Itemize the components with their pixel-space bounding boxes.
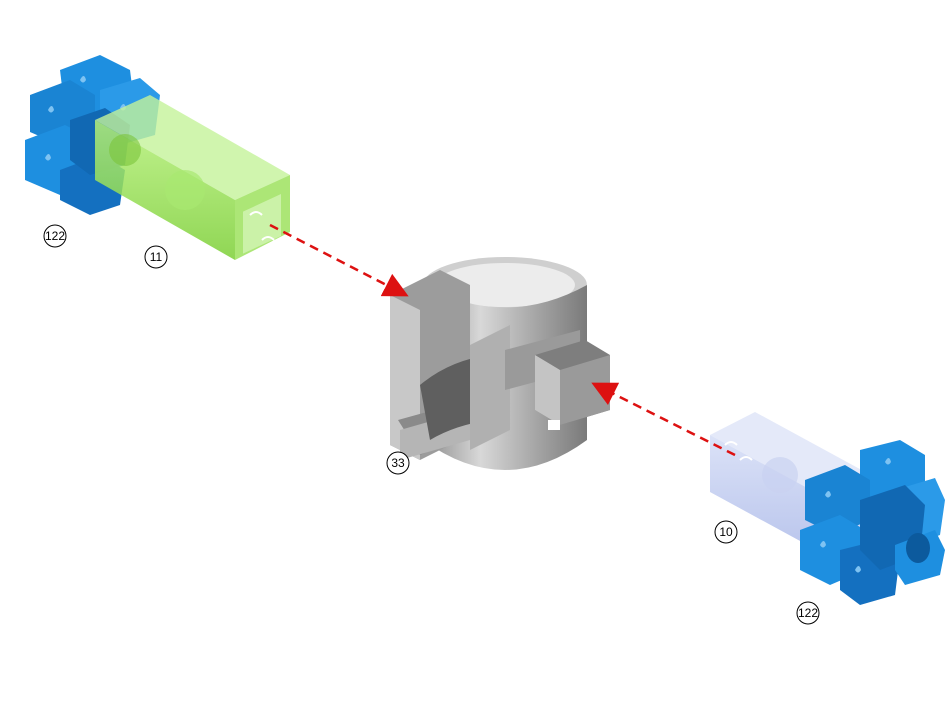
square-tube-part-green xyxy=(95,95,290,260)
assembly-arrow-blue-to-clamp xyxy=(598,386,735,455)
callout-tube-blue: 10 xyxy=(715,521,737,543)
svg-text:122: 122 xyxy=(798,606,818,620)
callout-tube-green: 11 xyxy=(145,246,167,268)
svg-text:11: 11 xyxy=(150,250,163,264)
callout-hub-bottom-right: 122 xyxy=(797,602,819,624)
pipe-clamp-part xyxy=(390,257,610,470)
svg-text:10: 10 xyxy=(719,525,733,539)
svg-text:33: 33 xyxy=(391,456,405,470)
callout-clamp: 33 xyxy=(387,452,409,474)
callout-hub-top-left: 122 xyxy=(44,225,66,247)
assembly-arrow-green-to-clamp xyxy=(270,225,402,293)
svg-text:122: 122 xyxy=(45,229,65,243)
